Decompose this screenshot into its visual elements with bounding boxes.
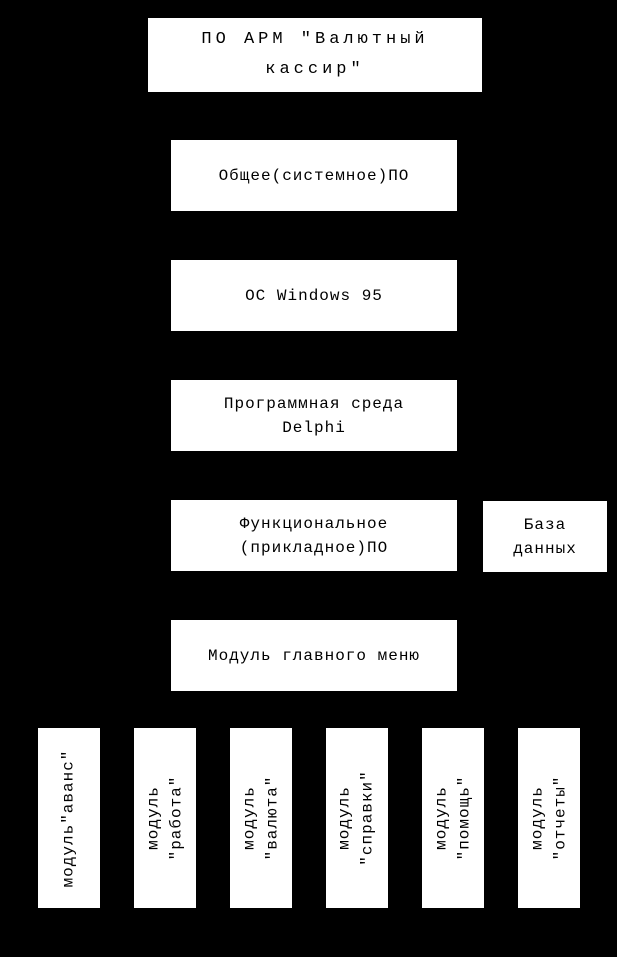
module-spravki-label-wrap: модуль "справки"	[326, 728, 388, 908]
database-box-label: База данных	[513, 515, 577, 558]
module-rabota-label: модуль "работа"	[144, 775, 185, 861]
module-otchety-label-wrap: модуль "отчеты"	[518, 728, 580, 908]
layer-os-label: ОС Windows 95	[245, 286, 383, 305]
layer-functional-software-label: Функциональное (прикладное)ПО	[239, 514, 389, 557]
module-valyuta-label-wrap: модуль "валюта"	[230, 728, 292, 908]
module-pomosch-label-wrap: модуль "помощь"	[422, 728, 484, 908]
layer-main-menu-module-label: Модуль главного меню	[207, 646, 421, 665]
database-box: База данных	[483, 501, 607, 572]
title-box: ПО АРМ "Валютный кассир"	[148, 18, 482, 92]
module-avans-label-wrap: модуль"аванс"	[38, 728, 100, 908]
layer-delphi-environment-label: Программная среда Delphi	[223, 394, 405, 437]
module-box-spravki: модуль "справки"	[326, 728, 388, 908]
module-rabota-label-wrap: модуль "работа"	[134, 728, 196, 908]
layer-box-functional-software: Функциональное (прикладное)ПО	[171, 500, 457, 571]
module-box-pomosch: модуль "помощь"	[422, 728, 484, 908]
module-box-otchety: модуль "отчеты"	[518, 728, 580, 908]
module-avans-label: модуль"аванс"	[59, 749, 78, 887]
layer-box-main-menu-module: Модуль главного меню	[171, 620, 457, 691]
layer-system-software-label: Общее(системное)ПО	[218, 166, 410, 185]
module-box-rabota: модуль "работа"	[134, 728, 196, 908]
layer-box-os: ОС Windows 95	[171, 260, 457, 331]
module-box-valyuta: модуль "валюта"	[230, 728, 292, 908]
module-otchety-label: модуль "отчеты"	[528, 775, 569, 861]
layer-box-system-software: Общее(системное)ПО	[171, 140, 457, 211]
module-spravki-label: модуль "справки"	[336, 770, 378, 866]
module-box-avans: модуль"аванс"	[38, 728, 100, 908]
layer-box-delphi-environment: Программная среда Delphi	[171, 380, 457, 451]
module-pomosch-label: модуль "помощь"	[432, 775, 473, 861]
title-box-label: ПО АРМ "Валютный кассир"	[201, 30, 429, 79]
module-valyuta-label: модуль "валюта"	[240, 775, 281, 861]
